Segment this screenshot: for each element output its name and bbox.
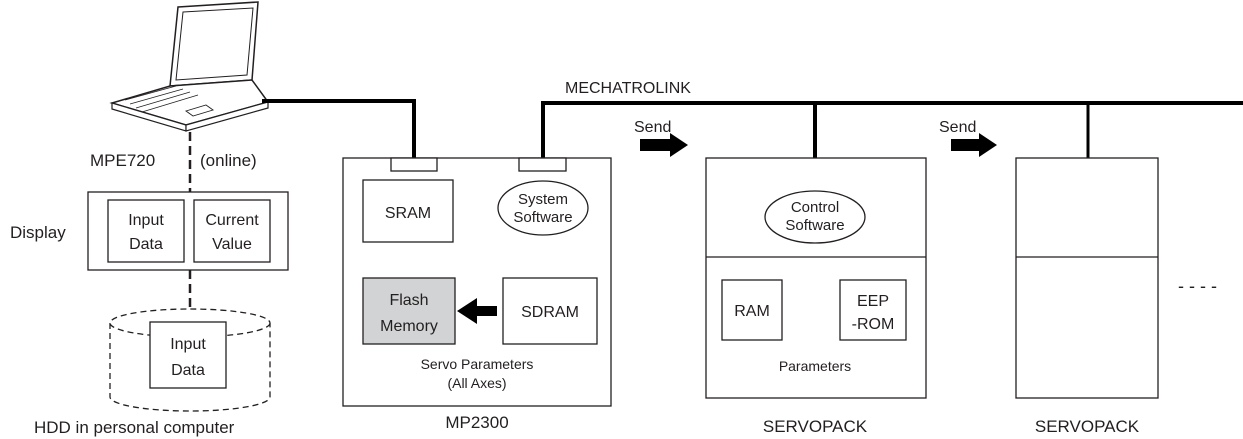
input-data-box [107, 199, 185, 263]
controller-port-right [518, 157, 567, 172]
mechatrolink-bus [541, 101, 1243, 158]
pc-to-controller-cable [262, 99, 416, 158]
controller-name: MP2300 [445, 413, 508, 432]
software-label: MPE720 [90, 151, 155, 170]
current-value-label-2: Value [212, 236, 252, 253]
servopack-1-params-label: Parameters [779, 358, 851, 374]
hdd-input-data-label-1: Input [170, 336, 206, 353]
sram-label: SRAM [385, 205, 431, 222]
send-arrow-1 [640, 133, 688, 157]
laptop-icon [109, 1, 270, 132]
input-data-label-1: Input [128, 212, 164, 229]
system-software-label-1: System [518, 191, 568, 208]
servo-params-label-2: (All Axes) [447, 375, 506, 391]
ram-label: RAM [734, 303, 770, 320]
continuation-dashes: - - - - [1178, 276, 1217, 296]
display-label: Display [10, 223, 66, 242]
current-value-label-1: Current [205, 212, 259, 229]
sdram-box [502, 277, 598, 345]
ram-box [721, 279, 783, 341]
network-label: MECHATROLINK [565, 80, 691, 97]
system-software-label-2: Software [513, 209, 572, 226]
eeprom-label-1: EEP [857, 293, 889, 310]
flash-memory-label-2: Memory [380, 318, 438, 335]
sram-box [362, 179, 454, 243]
sdram-to-flash-arrow [457, 298, 497, 324]
servopack-1-name: SERVOPACK [763, 417, 868, 436]
control-software-label-2: Software [785, 217, 844, 234]
controller-port-left [390, 157, 438, 172]
eeprom-box [839, 279, 907, 341]
servopack-2-box [1015, 157, 1159, 399]
system-software-ellipse [497, 180, 589, 236]
flash-memory-label-1: Flash [389, 292, 428, 309]
control-software-ellipse [764, 190, 866, 244]
servo-params-label-1: Servo Parameters [421, 356, 534, 372]
hdd-caption: HDD in personal computer [34, 418, 235, 437]
sdram-label: SDRAM [521, 304, 579, 321]
hdd-input-data-label-2: Data [171, 362, 205, 379]
eeprom-label-2: -ROM [852, 316, 895, 333]
send-label-2: Send [939, 119, 976, 136]
current-value-box [193, 199, 271, 263]
control-software-label-1: Control [791, 199, 839, 216]
input-data-label-2: Data [129, 236, 163, 253]
send-arrow-2 [951, 133, 997, 157]
send-label-1: Send [634, 119, 671, 136]
online-label: (online) [200, 151, 257, 170]
hdd-input-data-box [149, 321, 227, 389]
flash-memory-box [362, 277, 456, 345]
servopack-2-name: SERVOPACK [1035, 417, 1140, 436]
